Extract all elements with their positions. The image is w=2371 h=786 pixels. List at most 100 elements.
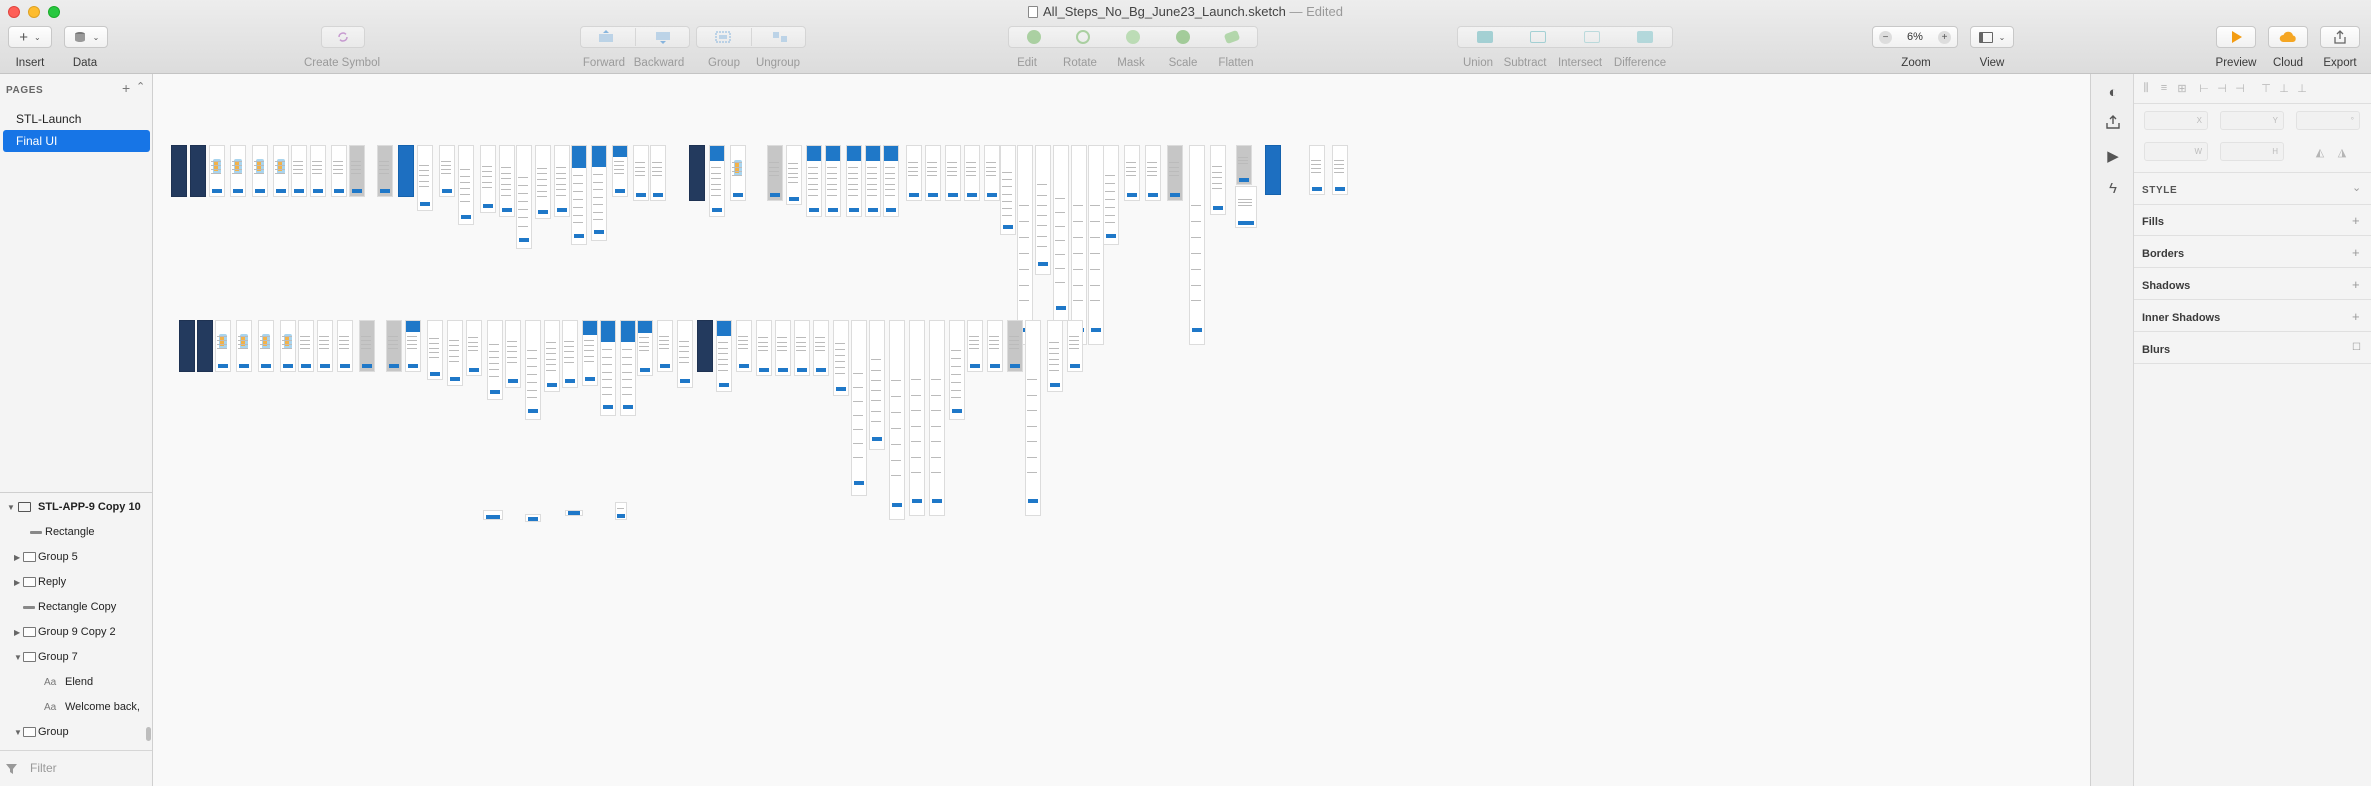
artboard-thumbnail[interactable] — [846, 145, 862, 217]
artboard-thumbnail[interactable] — [1071, 145, 1087, 345]
artboard-thumbnail[interactable] — [480, 145, 496, 213]
artboard-thumbnail[interactable] — [516, 145, 532, 249]
distribute-vertical-icon[interactable]: ≡ — [2160, 82, 2168, 94]
artboard-thumbnail[interactable] — [458, 145, 474, 225]
view-button[interactable]: ⌄ — [1970, 26, 2014, 48]
artboard-thumbnail[interactable] — [377, 145, 393, 197]
artboard-thumbnail[interactable] — [1025, 320, 1041, 516]
align-right-icon[interactable]: ⊣ — [2235, 83, 2245, 95]
artboard-thumbnail[interactable] — [273, 145, 289, 197]
artboard-thumbnail[interactable] — [466, 320, 482, 376]
share-icon[interactable] — [2103, 112, 2123, 132]
artboard-thumbnail[interactable] — [1210, 145, 1226, 215]
shadows-section[interactable]: Shadows — [2142, 280, 2191, 292]
maximize-window-button[interactable] — [48, 6, 60, 18]
artboard-thumbnail[interactable] — [945, 145, 961, 201]
artboard-thumbnail[interactable] — [967, 320, 983, 372]
flip-horizontal-icon[interactable]: ◭ — [2315, 147, 2325, 159]
edit-icon[interactable] — [1026, 30, 1041, 44]
artboard-thumbnail[interactable] — [1235, 186, 1257, 228]
artboard-thumbnail[interactable] — [230, 145, 246, 197]
blur-toggle-icon[interactable]: ☐ — [2352, 342, 2361, 353]
artboard-thumbnail[interactable] — [258, 320, 274, 372]
artboard-thumbnail[interactable] — [883, 145, 899, 217]
artboard-thumbnail[interactable] — [775, 320, 791, 376]
group-icon[interactable] — [703, 29, 743, 45]
layer-row[interactable]: ▼ Group — [0, 724, 146, 741]
align-bottom-icon[interactable]: ⊥ — [2297, 83, 2307, 95]
union-icon[interactable] — [1476, 31, 1493, 43]
artboard-thumbnail[interactable] — [1145, 145, 1161, 201]
flip-vertical-icon[interactable]: ◮ — [2337, 147, 2347, 159]
artboard-thumbnail[interactable] — [398, 145, 414, 197]
artboard-thumbnail[interactable] — [949, 320, 965, 420]
add-inner-shadow-icon[interactable]: + — [2352, 309, 2360, 324]
play-icon[interactable]: ▶ — [2107, 148, 2119, 165]
artboard-thumbnail[interactable] — [637, 320, 653, 376]
mask-icon[interactable] — [1125, 30, 1140, 44]
preview-button[interactable] — [2216, 26, 2256, 48]
difference-icon[interactable] — [1637, 31, 1654, 43]
artboard-thumbnail[interactable] — [909, 320, 925, 516]
artboard-thumbnail[interactable] — [571, 145, 587, 245]
intersect-icon[interactable] — [1583, 31, 1600, 43]
artboard-thumbnail[interactable] — [697, 320, 713, 372]
close-window-button[interactable] — [8, 6, 20, 18]
artboard-thumbnail[interactable] — [869, 320, 885, 450]
artboard-thumbnail[interactable] — [650, 145, 666, 201]
artboard-thumbnail[interactable] — [1189, 145, 1205, 345]
artboard-thumbnail[interactable] — [833, 320, 849, 396]
artboard-thumbnail[interactable] — [215, 320, 231, 372]
artboard-thumbnail[interactable] — [499, 145, 515, 217]
artboard-thumbnail[interactable] — [677, 320, 693, 388]
artboard-thumbnail[interactable] — [291, 145, 307, 197]
align-middle-icon[interactable]: ⊥ — [2279, 83, 2289, 95]
layer-row[interactable]: Rectangle — [0, 524, 146, 541]
collapse-pages-icon[interactable]: ⌃ — [136, 81, 146, 93]
artboard-thumbnail[interactable] — [317, 320, 333, 372]
add-fill-icon[interactable]: + — [2352, 213, 2360, 228]
borders-section[interactable]: Borders — [2142, 248, 2185, 260]
artboard-thumbnail[interactable] — [1236, 145, 1252, 185]
artboard-thumbnail[interactable] — [612, 145, 628, 197]
artboard-thumbnail[interactable] — [1167, 145, 1183, 201]
y-field[interactable]: Y — [2220, 111, 2284, 130]
artboard-thumbnail[interactable] — [806, 145, 822, 217]
flatten-icon[interactable] — [1223, 29, 1241, 45]
artboard-thumbnail[interactable] — [280, 320, 296, 372]
artboard-thumbnail[interactable] — [1309, 145, 1325, 195]
disclosure-expanded-icon[interactable]: ▼ — [14, 653, 22, 662]
layer-row[interactable]: ▼ Group 7 — [0, 649, 146, 666]
artboard-thumbnail[interactable] — [689, 145, 705, 201]
layers-scrollbar[interactable] — [146, 727, 151, 741]
cloud-button[interactable] — [2268, 26, 2308, 48]
zoom-out-button[interactable]: − — [1879, 30, 1892, 44]
artboard-thumbnail[interactable] — [1067, 320, 1083, 372]
width-field[interactable]: W — [2144, 142, 2208, 161]
insert-button[interactable]: + ⌄ — [8, 26, 52, 48]
distribute-horizontal-icon[interactable]: ⫼ — [2143, 82, 2149, 94]
artboard-thumbnail[interactable] — [964, 145, 980, 201]
tidy-icon[interactable]: ⊞ — [2177, 83, 2187, 95]
artboard-thumbnail[interactable] — [197, 320, 213, 372]
rotation-field[interactable]: ° — [2296, 111, 2360, 130]
artboard-thumbnail[interactable] — [179, 320, 195, 372]
subtract-icon[interactable] — [1530, 31, 1547, 43]
layer-row[interactable]: ▶ Reply — [0, 574, 146, 591]
artboard-thumbnail[interactable] — [767, 145, 783, 201]
artboard-thumbnail[interactable] — [984, 145, 1000, 201]
disclosure-expanded-icon[interactable]: ▼ — [7, 503, 15, 512]
artboard-thumbnail[interactable] — [1035, 145, 1051, 275]
artboard-thumbnail[interactable] — [865, 145, 881, 217]
pages-layers-divider[interactable] — [0, 492, 152, 493]
align-top-icon[interactable]: ⊤ — [2261, 83, 2271, 95]
artboard-thumbnail[interactable] — [483, 510, 503, 520]
artboard-thumbnail[interactable] — [615, 502, 627, 520]
artboard-thumbnail[interactable] — [236, 320, 252, 372]
artboard-thumbnail[interactable] — [252, 145, 268, 197]
artboard-thumbnail[interactable] — [929, 320, 945, 516]
style-chevron-icon[interactable]: ⌄ — [2352, 182, 2362, 194]
artboard-thumbnail[interactable] — [331, 145, 347, 197]
artboard-thumbnail[interactable] — [447, 320, 463, 386]
artboard-thumbnail[interactable] — [1103, 145, 1119, 245]
